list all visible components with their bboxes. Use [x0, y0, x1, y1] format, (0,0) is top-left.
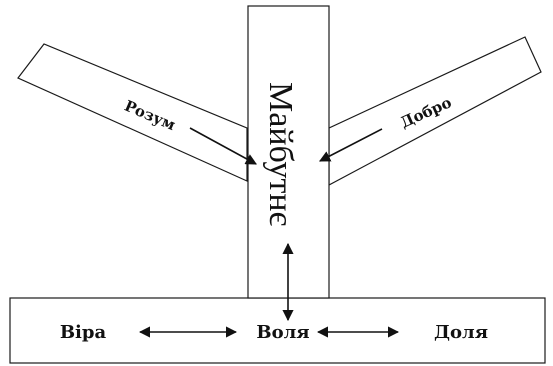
left-arm-box [17, 43, 248, 182]
center-label: Майбутнє [262, 82, 299, 227]
base-label-middle: Воля [256, 322, 309, 343]
base-label-left: Віра [60, 322, 107, 343]
base-label-right: Доля [434, 322, 488, 343]
left-arrow [189, 127, 257, 165]
base-bar [9, 297, 546, 364]
right-arrow [319, 128, 383, 162]
